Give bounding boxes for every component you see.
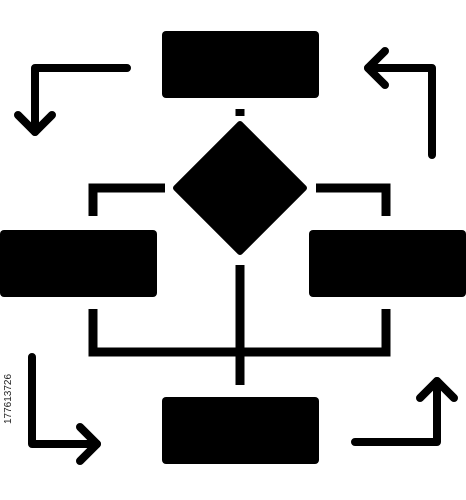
arrow-bottom-right-icon [351,377,458,446]
right-process-box [309,230,466,297]
left-branch-connector [88,183,165,216]
decision-diamond [173,121,307,255]
flowchart-blocks [0,31,466,464]
arrow-top-left-icon [14,64,131,136]
right-branch-connector [316,183,391,216]
bottom-process-box [162,397,319,464]
arrow-top-right-icon [364,47,436,159]
cycle-arrows [14,47,458,465]
arrow-bottom-left-icon [28,353,101,465]
stock-id-label: 177613726 [3,373,14,425]
top-process-box [162,31,319,98]
left-process-box [0,230,157,297]
flowchart-connectors [88,109,391,385]
